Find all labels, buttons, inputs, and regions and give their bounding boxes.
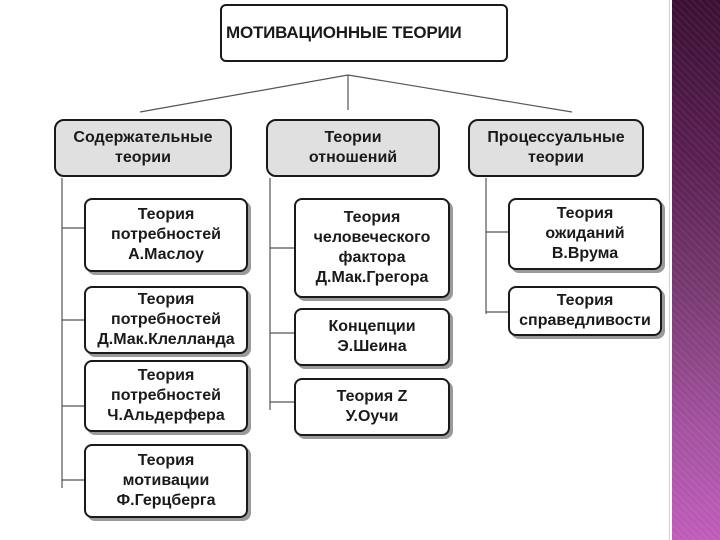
connector-title-left — [139, 74, 349, 113]
item-maslow: Теория потребностей А.Маслоу — [84, 198, 248, 272]
item-mcclelland: Теория потребностей Д.Мак.Клелланда — [84, 286, 248, 354]
item-equity: Теория справедливости — [508, 286, 662, 336]
decorative-sidebar — [672, 0, 720, 540]
title-box: МОТИВАЦИОННЫЕ ТЕОРИИ — [220, 4, 508, 62]
sidebar-divider — [669, 0, 670, 540]
item-ouchi: Теория Z У.Оучи — [294, 378, 450, 436]
header-process-theories: Процессуальные теории — [468, 119, 644, 177]
header-content-theories: Содержательные теории — [54, 119, 232, 177]
connector-title-right — [347, 74, 573, 113]
header-relationship-theories: Теории отношений — [266, 119, 440, 177]
item-mcgregor: Теория человеческого фактора Д.Мак.Грего… — [294, 198, 450, 298]
item-alderfer: Теория потребностей Ч.Альдерфера — [84, 360, 248, 432]
item-vroom: Теория ожиданий В.Врума — [508, 198, 662, 270]
item-schein: Концепции Э.Шеина — [294, 308, 450, 366]
item-herzberg: Теория мотивации Ф.Герцберга — [84, 444, 248, 518]
